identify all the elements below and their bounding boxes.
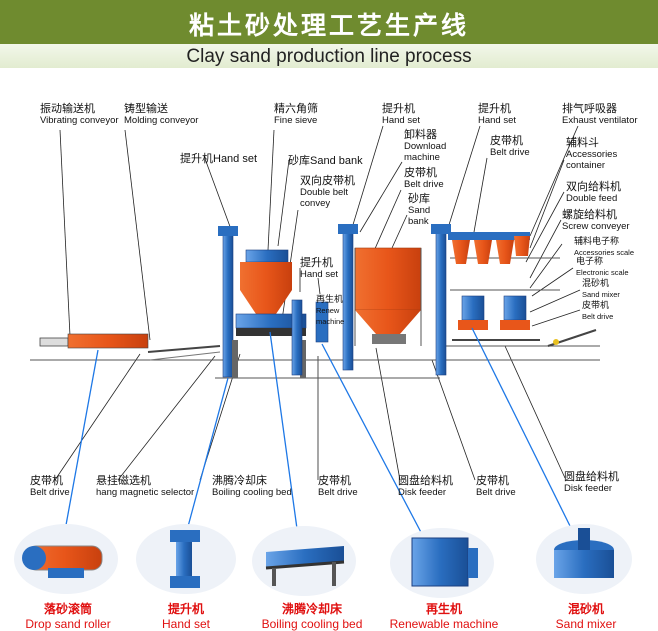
- label-sand-mixer-small: 混砂机 Sand mixer: [582, 278, 620, 299]
- page-title: 粘土砂处理工艺生产线: [188, 12, 469, 40]
- label-belt-top-1: 皮带机 Belt drive: [404, 167, 444, 191]
- label-boiling-cooling-bed: 沸腾冷却床 Boiling cooling bed: [212, 475, 292, 499]
- hoist-1: [218, 226, 238, 378]
- label-hoist-1: 提升机Hand set: [180, 153, 258, 165]
- label-disk-feeder-2: 圆盘给料机 Disk feeder: [564, 471, 619, 495]
- label-exhaust: 排气呼吸器 Exhaust ventilator: [562, 103, 638, 127]
- label-screw-conveyer: 螺旋给料机 Screw conveyer: [562, 209, 630, 233]
- caption-drop-sand-roller: 落砂滚筒 Drop sand roller: [25, 602, 111, 631]
- hoist-2: [291, 299, 303, 376]
- label-fine-sieve: 精六角筛 Fine sieve: [274, 103, 318, 127]
- label-renew-machine: 再生机 Renew machine: [316, 294, 345, 326]
- thumb-drop-sand-roller: [14, 524, 118, 594]
- page-subtitle: Clay sand production line process: [186, 46, 472, 67]
- thumb-hand-set: [136, 524, 236, 594]
- label-magnetic-selector: 悬挂磁选机 hang magnetic selector: [96, 475, 195, 499]
- renew-machine: [315, 301, 329, 343]
- sand-bank-2: [354, 247, 422, 346]
- hoist-4: [431, 224, 451, 376]
- label-disk-feeder-1: 圆盘给料机 Disk feeder: [398, 475, 453, 499]
- caption-sand-mixer: 混砂机 Sand mixer: [555, 602, 617, 631]
- molding-conveyor-machine: [39, 333, 221, 361]
- label-accessories: 辅料斗 Accessories container: [566, 137, 618, 172]
- label-belt-drive-b3: 皮带机 Belt drive: [476, 475, 516, 499]
- label-hoist-2: 提升机 Hand set: [300, 257, 339, 281]
- label-belt-drive-b1: 皮带机 Belt drive: [30, 475, 70, 499]
- caption-boiling-cooling-bed: 沸腾冷却床 Boiling cooling bed: [261, 602, 363, 631]
- label-electronic-scale: 电子称 Electronic scale: [576, 256, 629, 277]
- label-belt-top-2: 皮带机 Belt drive: [490, 135, 530, 159]
- hopper-row: [448, 232, 530, 264]
- label-vibrating-conveyor: 振动输送机 Vibrating conveyor: [40, 103, 119, 127]
- label-hoist-4: 提升机 Hand set: [478, 103, 517, 127]
- thumb-renewable-machine: [390, 528, 494, 598]
- label-molding-conveyor: 铸型输送 Molding conveyor: [124, 103, 199, 127]
- label-double-belt: 双向皮带机 Double belt convey: [300, 175, 355, 210]
- label-double-feed: 双向给料机 Double feed: [566, 181, 621, 205]
- exit-conveyor: [547, 329, 597, 347]
- label-hoist-3: 提升机 Hand set: [382, 103, 421, 127]
- thumb-boiling-cooling-bed: [252, 526, 356, 596]
- subtitle-banner: Clay sand production line process: [0, 44, 658, 68]
- caption-hand-set: 提升机 Hand set: [161, 602, 211, 631]
- sand-mixers: [452, 295, 540, 341]
- callout-lines: [63, 327, 573, 539]
- label-accessories-scale: 辅料电子称 Accessories scale: [574, 236, 635, 257]
- label-sand-bank-1: 砂库Sand bank: [288, 155, 363, 167]
- label-belt-drive-small: 皮带机 Belt drive: [582, 300, 614, 321]
- leader-lines: [54, 125, 581, 481]
- label-unloader: 卸料器 Download machine: [404, 129, 447, 164]
- title-banner: 粘土砂处理工艺生产线: [0, 0, 658, 44]
- floor-lines: [30, 257, 600, 379]
- thumb-sand-mixer: [536, 524, 632, 594]
- label-belt-drive-b2: 皮带机 Belt drive: [318, 475, 358, 499]
- hoist-3: [338, 224, 358, 371]
- sieve-sand-bank-machine: [232, 249, 307, 378]
- caption-renewable-machine: 再生机 Renewable machine: [389, 602, 499, 631]
- label-sand-bank-2: 砂库 Sand bank: [408, 193, 431, 228]
